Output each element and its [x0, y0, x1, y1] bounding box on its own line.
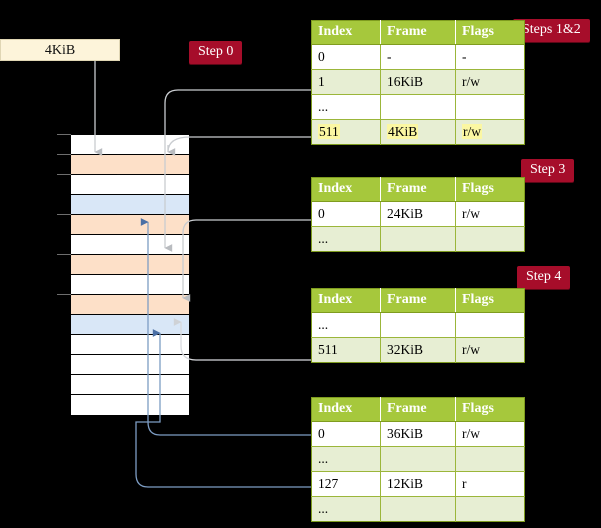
- memory-frame-row: [57, 214, 189, 235]
- table-cell-frame: 24KiB: [380, 201, 456, 227]
- table-cell-frame: 12KiB: [380, 471, 456, 497]
- table-cell-flags: [455, 312, 525, 338]
- table-cell-flags: -: [455, 44, 525, 70]
- table-cell-flags: r: [455, 471, 525, 497]
- step-badge-2: Step 3: [521, 159, 575, 182]
- table-cell-index: 0: [311, 201, 381, 227]
- frame-tick-mark: [57, 294, 71, 295]
- table-row: ...: [311, 226, 525, 252]
- table-cell-index: 127: [311, 471, 381, 497]
- table-cell-index: 0: [311, 44, 381, 70]
- table-cell-index: 0: [311, 421, 381, 447]
- step-badge-1: Steps 1&2: [513, 19, 590, 42]
- memory-frame-row: [57, 254, 189, 275]
- physical-memory-column: [57, 134, 190, 416]
- table-cell-index: ...: [311, 94, 381, 120]
- frame-tick-mark: [57, 254, 71, 255]
- memory-frame-row: [71, 335, 189, 355]
- column-header-flags: Flags: [455, 288, 525, 313]
- table-row: 511 4KiB r/w: [311, 119, 525, 145]
- table-cell-frame: -: [380, 44, 456, 70]
- highlighted-value: r/w: [462, 123, 482, 139]
- memory-frame-row: [71, 315, 189, 335]
- memory-frame-row: [57, 294, 189, 315]
- table-cell-flags: r/w: [455, 201, 525, 227]
- column-header-flags: Flags: [455, 177, 525, 202]
- column-header-flags: Flags: [455, 397, 525, 422]
- memory-frame-row: [71, 375, 189, 395]
- table-cell-index: ...: [311, 312, 381, 338]
- column-header-index: Index: [311, 288, 381, 313]
- column-header-frame: Frame: [380, 288, 456, 313]
- memory-frame-row: [71, 235, 189, 255]
- table-cell-index: ...: [311, 496, 381, 522]
- table-cell-flags: r/w: [455, 421, 525, 447]
- table-cell-flags: [455, 94, 525, 120]
- frame-tick-mark: [57, 174, 71, 175]
- table-cell-frame: [380, 446, 456, 472]
- memory-frame-row: [71, 275, 189, 295]
- table-cell-flags: r/w: [455, 69, 525, 95]
- step-badge-3: Step 4: [517, 266, 571, 289]
- frame-tick-mark: [57, 154, 71, 155]
- table-cell-frame: [380, 496, 456, 522]
- table-cell-frame: [380, 94, 456, 120]
- table-cell-flags: [455, 446, 525, 472]
- table-row: ...: [311, 496, 525, 522]
- column-header-frame: Frame: [380, 20, 456, 45]
- highlighted-value: 511: [318, 123, 340, 139]
- table-cell-index: ...: [311, 446, 381, 472]
- memory-frame-row: [71, 395, 189, 415]
- highlighted-value: 4KiB: [387, 123, 419, 139]
- memory-frame-row: [57, 154, 189, 175]
- table-cell-index: 511: [311, 119, 381, 145]
- table-cell-flags: r/w: [455, 119, 525, 145]
- column-header-frame: Frame: [380, 177, 456, 202]
- table-cell-index: 1: [311, 69, 381, 95]
- column-header-index: Index: [311, 20, 381, 45]
- table-cell-frame: 4KiB: [380, 119, 456, 145]
- table-cell-frame: [380, 226, 456, 252]
- table-row: 0--: [311, 44, 525, 70]
- memory-frame-row: [57, 174, 189, 195]
- table-row: ...: [311, 446, 525, 472]
- source-frame-box: 4KiB: [0, 39, 120, 61]
- column-header-frame: Frame: [380, 397, 456, 422]
- table-cell-frame: 36KiB: [380, 421, 456, 447]
- memory-frame-row: [71, 195, 189, 215]
- frame-tick-mark: [57, 134, 71, 135]
- column-header-index: Index: [311, 177, 381, 202]
- table-cell-flags: [455, 226, 525, 252]
- table-cell-frame: [380, 312, 456, 338]
- table-cell-flags: [455, 496, 525, 522]
- table-cell-flags: r/w: [455, 337, 525, 363]
- table-cell-index: ...: [311, 226, 381, 252]
- memory-frame-row: [57, 134, 189, 155]
- table-cell-frame: 32KiB: [380, 337, 456, 363]
- table-cell-frame: 16KiB: [380, 69, 456, 95]
- table-row: ...: [311, 94, 525, 120]
- source-frame-label: 4KiB: [44, 43, 76, 58]
- table-cell-index: 511: [311, 337, 381, 363]
- memory-frame-row: [71, 355, 189, 375]
- column-header-flags: Flags: [455, 20, 525, 45]
- column-header-index: Index: [311, 397, 381, 422]
- step-badge-0: Step 0: [189, 41, 243, 64]
- table-row: ...: [311, 312, 525, 338]
- frame-tick-mark: [57, 214, 71, 215]
